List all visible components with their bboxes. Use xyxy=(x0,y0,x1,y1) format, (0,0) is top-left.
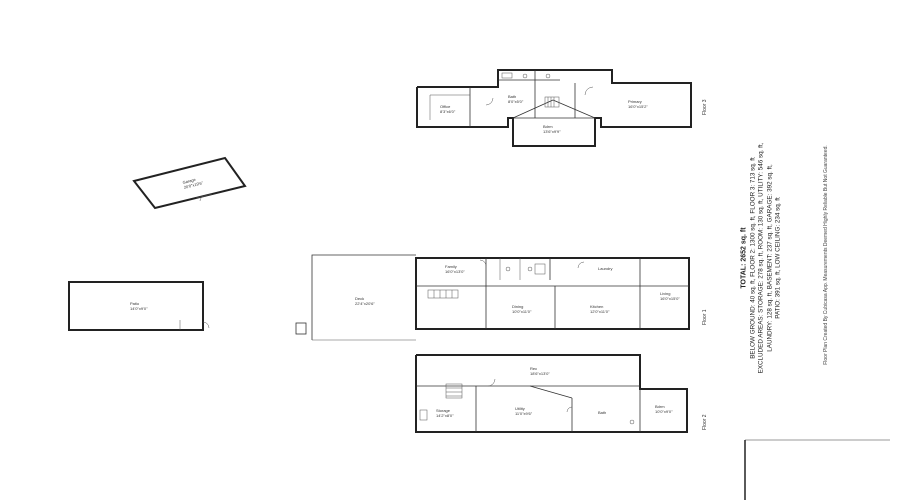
stairs-icon xyxy=(544,96,560,108)
room-label-bath-f2: Bath xyxy=(598,410,606,415)
disclaimer: Floor Plan Created By Cubicasa App. Meas… xyxy=(823,145,829,365)
area-breakdown-line: PATIO: 391 sq. ft, LOW CEILING: 234 sq. … xyxy=(774,197,782,319)
bathtub-icon xyxy=(501,72,513,79)
total-area: TOTAL: 2652 sq. ft xyxy=(740,227,748,289)
door-swing-icon xyxy=(199,195,206,202)
floor-3-label: Floor 3 xyxy=(702,99,708,115)
door-swing-icon xyxy=(584,86,594,96)
door-swing-icon xyxy=(566,406,573,413)
door-swing-icon xyxy=(479,259,487,267)
toilet-icon xyxy=(527,266,533,272)
door-swing-icon xyxy=(202,321,210,329)
area-breakdown-line: BELOW GROUND: 40 sq. ft, FLOOR 2: 1300 s… xyxy=(749,157,757,359)
area-summary: TOTAL: 2652 sq. ft BELOW GROUND: 40 sq. … xyxy=(741,143,784,374)
stairs-icon xyxy=(427,289,459,299)
door-swing-icon xyxy=(485,97,494,106)
door-swing-icon xyxy=(487,378,496,387)
floor-1-label: Floor 1 xyxy=(702,309,708,325)
area-breakdown-line: EXCLUDED AREAS: STORAGE: 278 sq. ft, ROO… xyxy=(757,142,765,374)
grill-icon xyxy=(295,322,307,335)
floor-2-label: Floor 2 xyxy=(702,414,708,430)
sink-icon xyxy=(505,266,511,272)
appliance-icon xyxy=(534,263,546,275)
water-heater-icon xyxy=(419,409,428,421)
toilet-icon xyxy=(629,419,635,425)
toilet-icon xyxy=(545,73,551,79)
area-breakdown-line: LAUNDRY: 128 sq. ft, BASEMENT: 237 sq. f… xyxy=(766,164,774,352)
room-label-garage: Garage20'0"x19'6" xyxy=(182,175,204,190)
door-swing-icon xyxy=(577,261,585,269)
garage-plan: Garage20'0"x19'6" xyxy=(132,156,247,210)
room-label-laundry: Laundry xyxy=(598,266,612,271)
sink-icon xyxy=(522,73,528,79)
stairs-icon xyxy=(445,383,463,399)
